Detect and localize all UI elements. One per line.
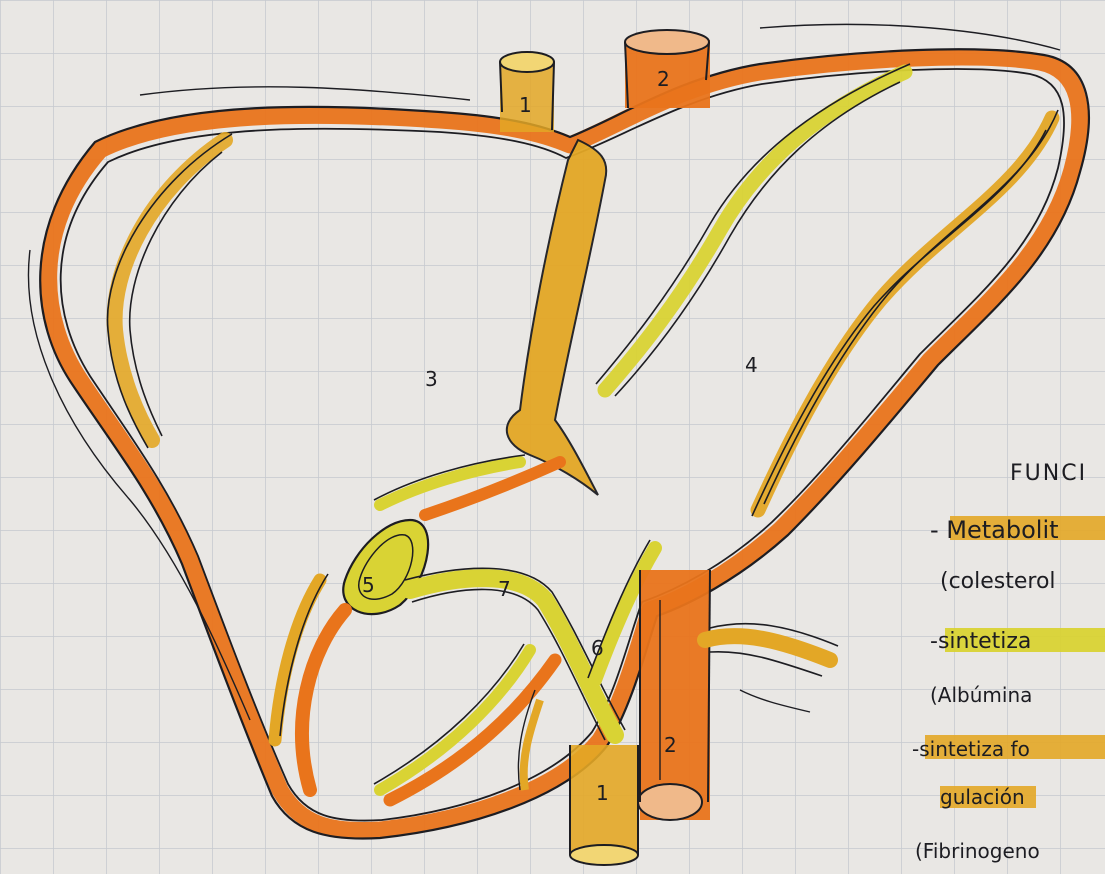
lobe-4-label: 4 xyxy=(745,353,758,377)
top-vessel-2-label: 2 xyxy=(657,67,670,91)
notes-line-5: -sintetiza fo xyxy=(912,737,1030,761)
notes-line-3: -sintetiza xyxy=(930,629,1031,654)
bottom-vessel-1 xyxy=(570,745,638,865)
notes-line-1: - Metabolit xyxy=(930,516,1059,544)
bottom-vessel-2 xyxy=(638,570,710,820)
bottom-vessel-2-label: 2 xyxy=(664,733,677,757)
notes-line-4: (Albúmina xyxy=(930,683,1032,707)
top-vessel-1 xyxy=(500,52,554,132)
cystic-duct-label: 7 xyxy=(498,577,511,601)
notes-line-6: gulación xyxy=(940,785,1025,809)
bottom-vessel-1-label: 1 xyxy=(596,781,609,805)
gallbladder-label: 5 xyxy=(362,573,375,597)
lobe-3-label: 3 xyxy=(425,367,438,391)
common-duct-label: 6 xyxy=(591,636,604,660)
notes-line-2: (colesterol xyxy=(940,569,1056,594)
top-vessel-1-label: 1 xyxy=(519,93,532,117)
notes-heading: FUNCI xyxy=(1010,461,1087,486)
notes-line-7: (Fibrinogeno xyxy=(915,839,1040,863)
